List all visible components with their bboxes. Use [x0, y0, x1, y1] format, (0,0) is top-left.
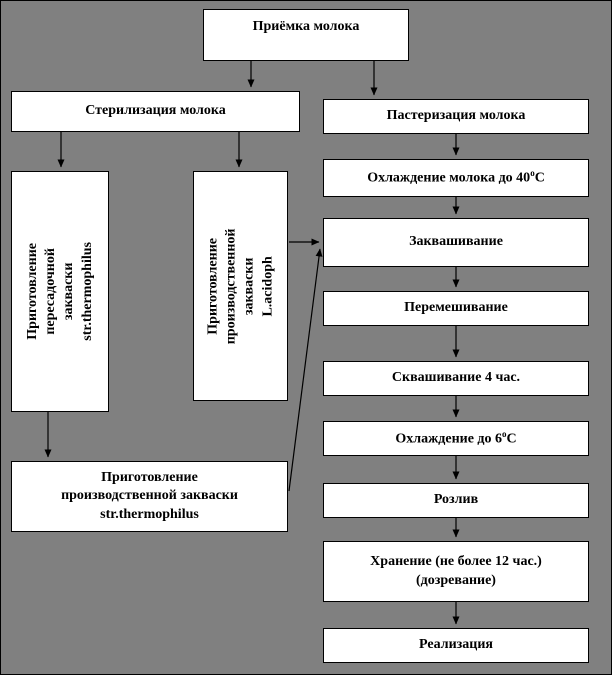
node-production-starter-acidoph: Приготовление производственной закваски … — [193, 171, 288, 401]
node-label: Охлаждение молока до 40оС — [367, 168, 545, 186]
node-label: Приёмка молока — [252, 19, 360, 34]
node-label-line: производственной — [223, 228, 239, 344]
arrow-production-starter-to-fermentation — [288, 248, 323, 492]
node-label-line: закваски L.acidoph — [241, 255, 275, 317]
node-label: Розлив — [433, 492, 479, 508]
node-souring: Сквашивание 4 час. — [323, 361, 589, 396]
node-fermentation: Заквашивание — [323, 218, 589, 267]
node-bottling: Розлив — [323, 483, 589, 518]
node-storage: Хранение (не более 12 час.) (дозревание) — [323, 541, 589, 602]
node-transfer-starter: Приготовление пересадочной закваски str.… — [11, 171, 109, 412]
node-cooling-6: Охлаждение до 6оС — [323, 421, 589, 456]
node-label: Заквашивание — [409, 234, 503, 250]
node-label-line: str.thermophilus — [100, 506, 199, 522]
node-label-line: (дозревание) — [416, 572, 496, 588]
node-label-line: Хранение (не более 12 час.) — [370, 554, 542, 570]
node-milk-reception: Приёмка молока — [203, 9, 409, 61]
node-label: Пастеризация молока — [386, 108, 526, 124]
node-production-starter-thermophilus: Приготовление производственной закваски … — [11, 461, 288, 532]
node-label-line: str.thermophilus — [79, 242, 95, 341]
node-label-line: Приготовление — [101, 470, 198, 486]
node-cooling-40: Охлаждение молока до 40оС — [323, 159, 589, 197]
degree-sup: о — [502, 428, 507, 439]
node-label-line: пересадочной закваски — [42, 248, 77, 335]
node-label: Сквашивание 4 час. — [391, 370, 521, 386]
rotated-label: Приготовление производственной закваски … — [204, 228, 277, 344]
degree-sup: о — [530, 168, 535, 179]
rotated-label: Приготовление пересадочной закваски str.… — [24, 242, 97, 341]
node-label: Стерилизация молока — [85, 103, 226, 119]
node-label-line: Приготовление — [24, 243, 40, 340]
node-label-line: производственной закваски — [61, 488, 238, 504]
node-label: Реализация — [419, 637, 493, 653]
node-pasteurization: Пастеризация молока — [323, 99, 589, 134]
node-label: Охлаждение до 6оС — [395, 428, 517, 447]
node-label-line: Приготовление — [205, 237, 221, 335]
node-sale: Реализация — [323, 628, 589, 663]
node-mixing: Перемешивание — [323, 291, 589, 326]
node-label: Перемешивание — [404, 300, 508, 316]
node-sterilization: Стерилизация молока — [11, 91, 300, 132]
